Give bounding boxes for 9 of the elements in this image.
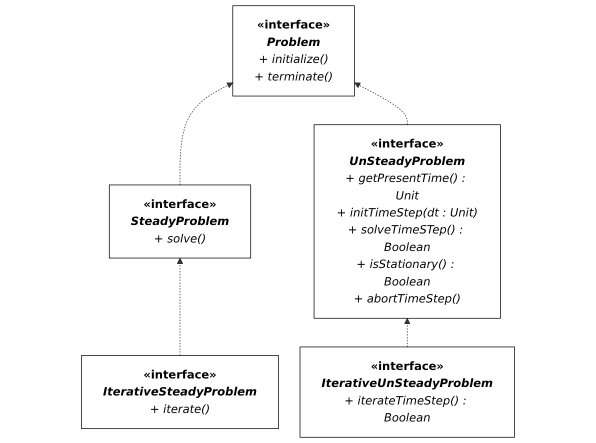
arrow — [354, 82, 408, 126]
node-box: «interface» IterativeSteadyProblem + iterate() — [81, 355, 279, 430]
arrow — [176, 258, 184, 356]
arrow — [404, 318, 410, 348]
node-box: «interface» UnSteadyProblem + getPresentTime() : Unit + initTimeStep(dt : Unit) + solveTimeSTep() : Boolean + isStationary() : Boolean + abortTimeStep() — [314, 124, 501, 319]
arrow — [180, 82, 234, 186]
node-box: «interface» SteadyProblem + solve() — [108, 184, 252, 258]
node-box: «interface» IterativeUnSteadyProblem + iterateTimeStep() : Boolean — [300, 346, 515, 438]
node-box: «interface» Problem + initialize() + terminate() — [232, 5, 355, 96]
